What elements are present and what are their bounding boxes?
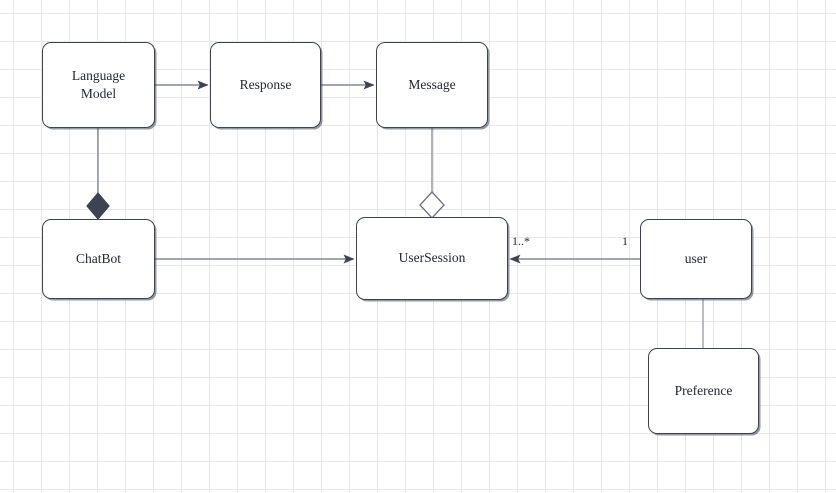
node-usersession[interactable]: UserSession <box>356 217 508 300</box>
node-chatbot-label: ChatBot <box>75 250 121 266</box>
hollow-diamond-icon <box>419 191 445 219</box>
node-language-model[interactable]: Language Model <box>42 42 155 128</box>
multiplicity-source-label: 1 <box>622 234 628 248</box>
node-message-label: Message <box>408 76 456 92</box>
node-response-label: Response <box>239 76 292 92</box>
filled-diamond-icon <box>86 192 110 220</box>
multiplicity-target-label: 1..* <box>512 234 530 248</box>
node-message[interactable]: Message <box>376 42 488 128</box>
node-usersession-label: UserSession <box>398 250 466 266</box>
node-language-model-label: Language Model <box>71 67 126 101</box>
edge-message-to-usersession <box>419 128 445 219</box>
edge-lm-to-chatbot <box>86 128 110 220</box>
node-chatbot[interactable]: ChatBot <box>42 219 155 299</box>
node-response[interactable]: Response <box>210 42 321 128</box>
node-preference[interactable]: Preference <box>648 348 759 434</box>
node-user-label: user <box>684 250 708 266</box>
node-preference-label: Preference <box>674 382 733 398</box>
node-user[interactable]: user <box>640 219 752 299</box>
